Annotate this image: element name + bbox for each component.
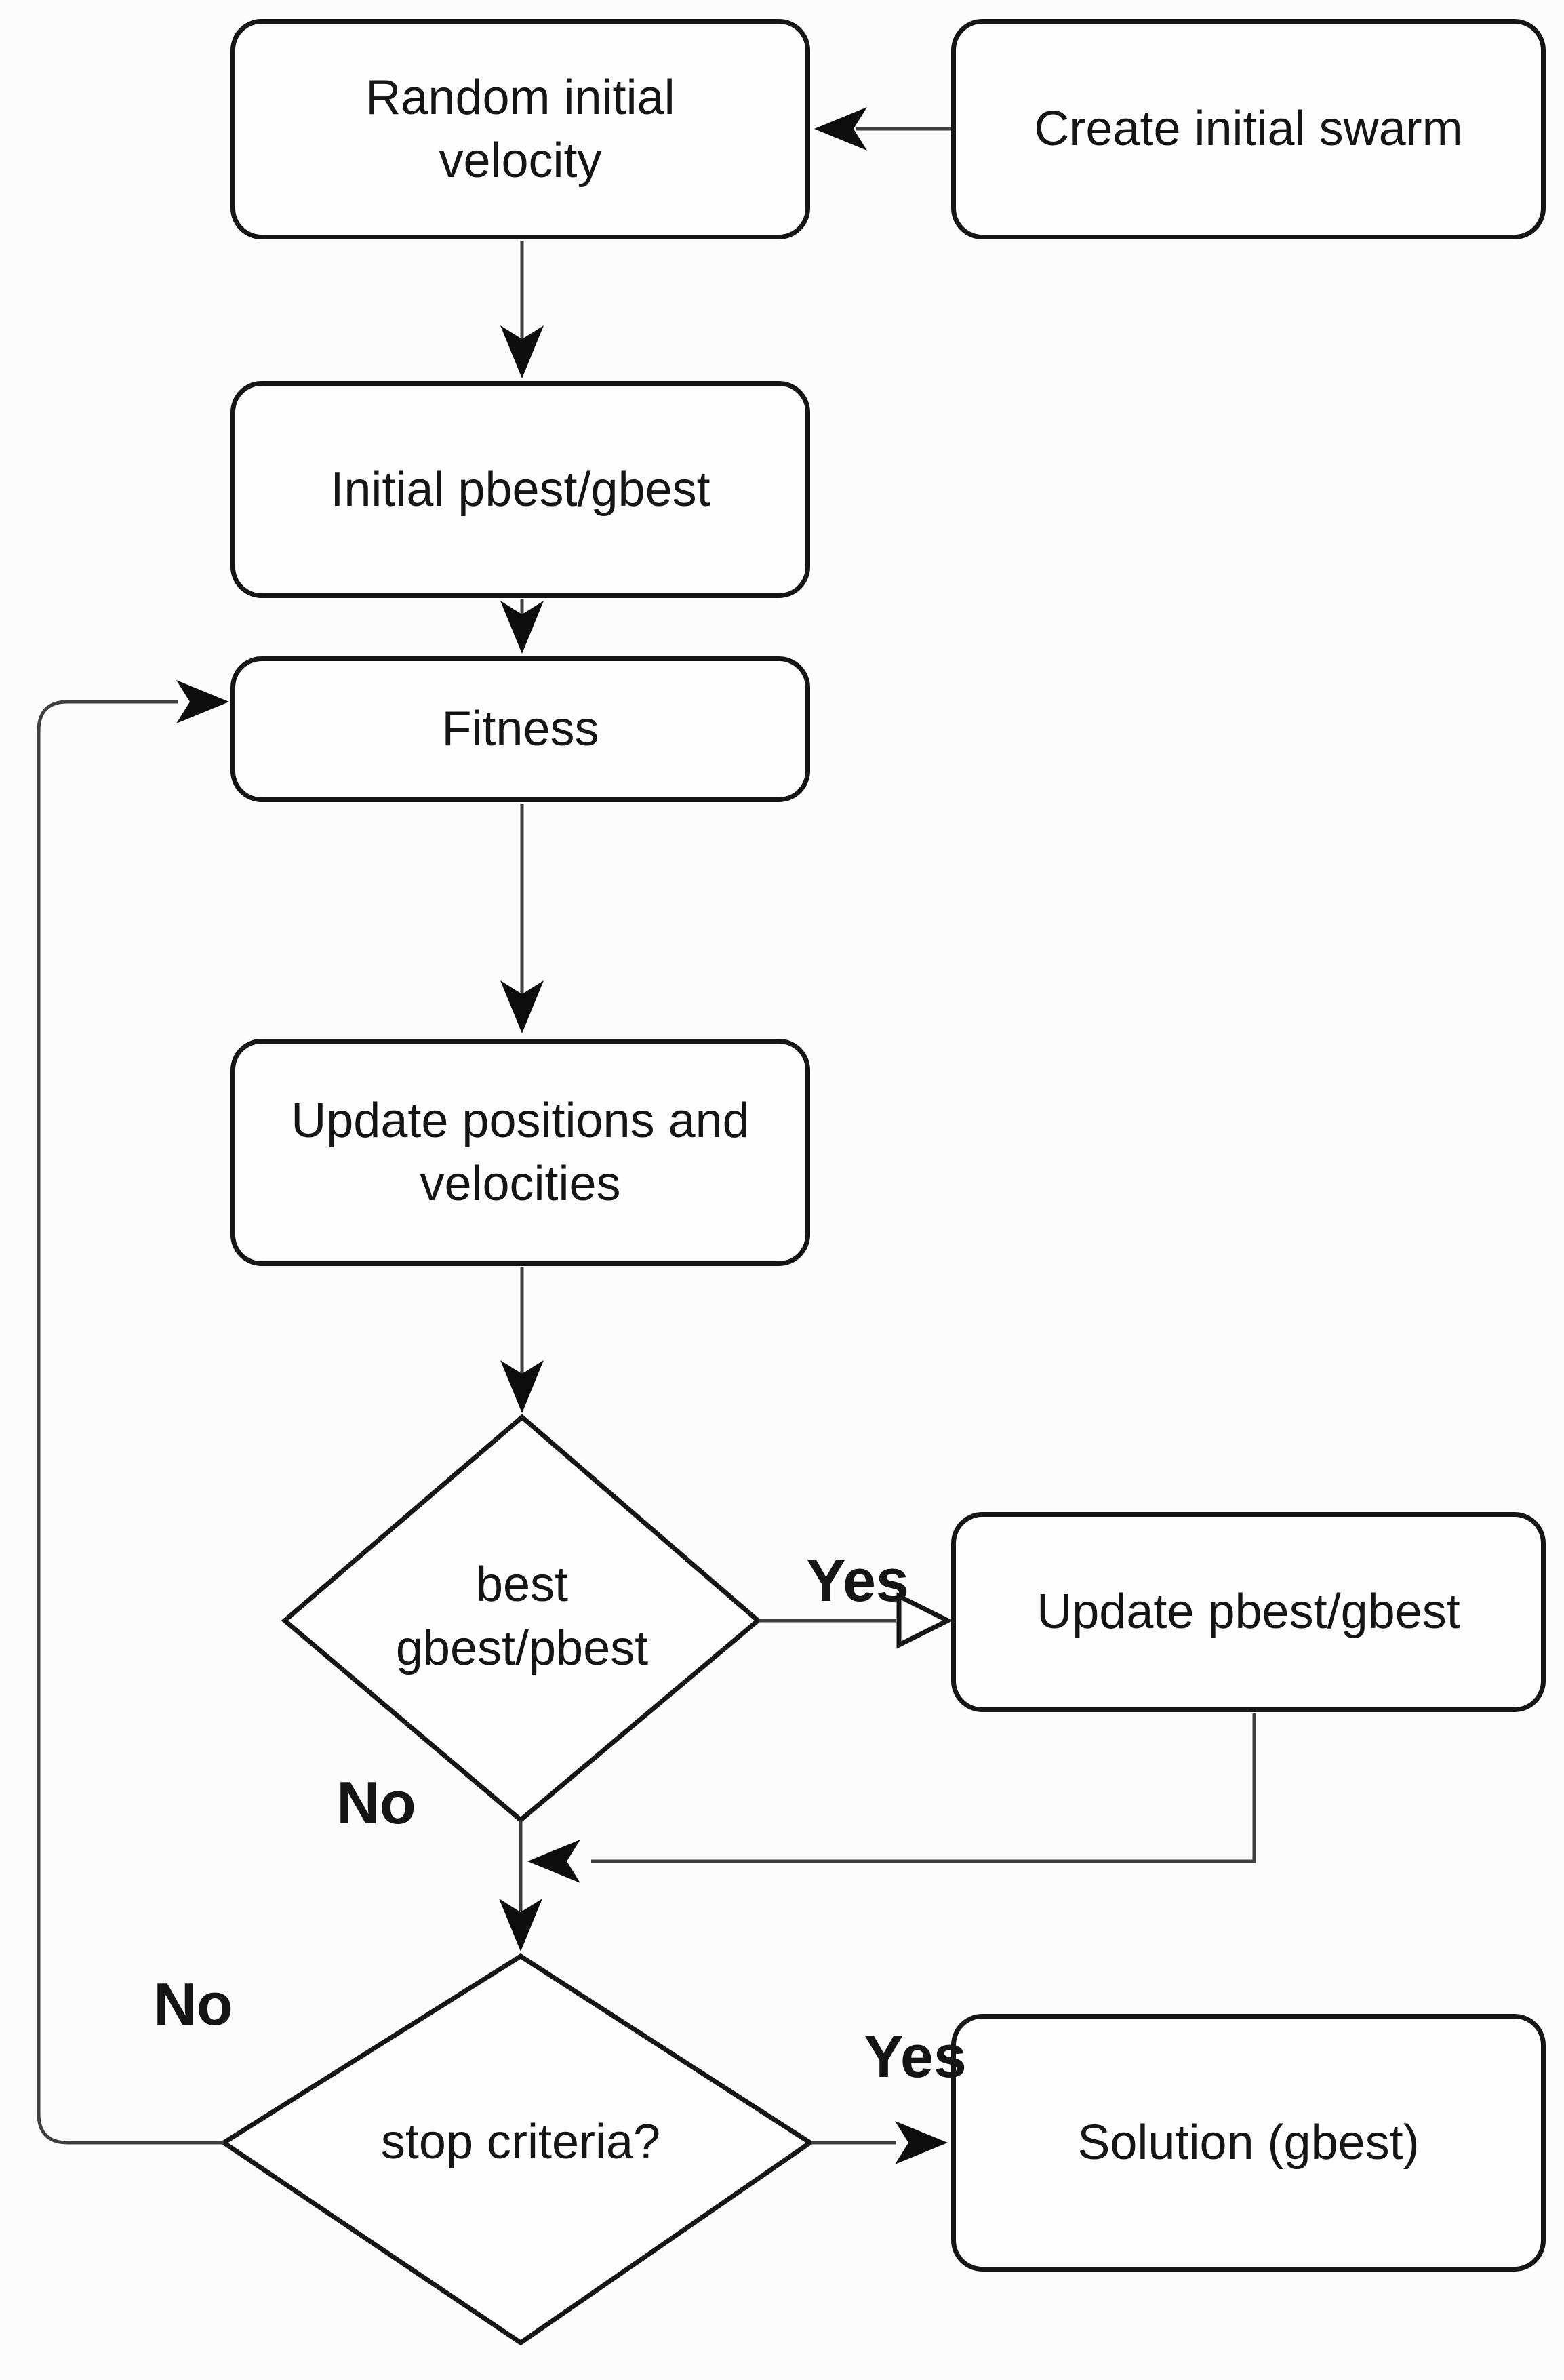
node-update-positions-velocities: Update positions and velocities	[230, 1039, 810, 1266]
arrowhead-left-icon	[527, 1840, 580, 1883]
node-label: Fitness	[441, 702, 599, 757]
arrowhead-left-icon	[814, 107, 867, 151]
node-label: Update pbest/gbest	[1037, 1585, 1460, 1640]
edge-label-no-merge: No	[336, 1769, 416, 1836]
arrowhead-open-right-icon	[896, 1592, 953, 1649]
node-solution-gbest: Solution (gbest)	[951, 2014, 1546, 2272]
arrowhead-right-icon	[176, 680, 229, 723]
node-initial-pbest-gbest: Initial pbest/gbest	[230, 381, 810, 598]
node-label: Initial pbest/gbest	[330, 462, 710, 517]
node-update-pbest-gbest: Update pbest/gbest	[951, 1512, 1546, 1712]
node-label: Solution (gbest)	[1077, 2115, 1420, 2170]
decision-label-stop-criteria: stop criteria?	[290, 2102, 751, 2183]
node-label: best gbest/pbest	[395, 1558, 649, 1675]
arrowhead-down-icon	[500, 980, 544, 1033]
arrowhead-down-icon	[500, 1360, 544, 1413]
node-label: Create initial swarm	[1034, 102, 1463, 157]
arrowhead-down-icon	[500, 601, 544, 654]
edge-updatebest-return	[591, 1713, 1256, 1863]
edge-label-no-loop: No	[153, 1970, 233, 2038]
node-label: stop criteria?	[380, 2115, 661, 2170]
decision-diamond-stop	[219, 1953, 815, 2346]
arrowhead-down-icon	[499, 1899, 542, 1951]
edge-label-yes-solution: Yes	[864, 2023, 967, 2090]
decision-label-best-gbest-pbest: best gbest/pbest	[373, 1512, 671, 1722]
node-label: Update positions and velocities	[291, 1094, 750, 1211]
edge-label-yes-update: Yes	[806, 1547, 909, 1614]
node-label: Random initial velocity	[365, 71, 675, 188]
node-fitness: Fitness	[230, 656, 810, 802]
arrowhead-right-icon	[895, 2121, 948, 2164]
node-create-initial-swarm: Create initial swarm	[951, 19, 1546, 239]
arrowhead-down-icon	[500, 325, 544, 378]
edge-no-loop-to-fitness	[37, 700, 224, 2145]
node-random-initial-velocity: Random initial velocity	[230, 19, 810, 239]
